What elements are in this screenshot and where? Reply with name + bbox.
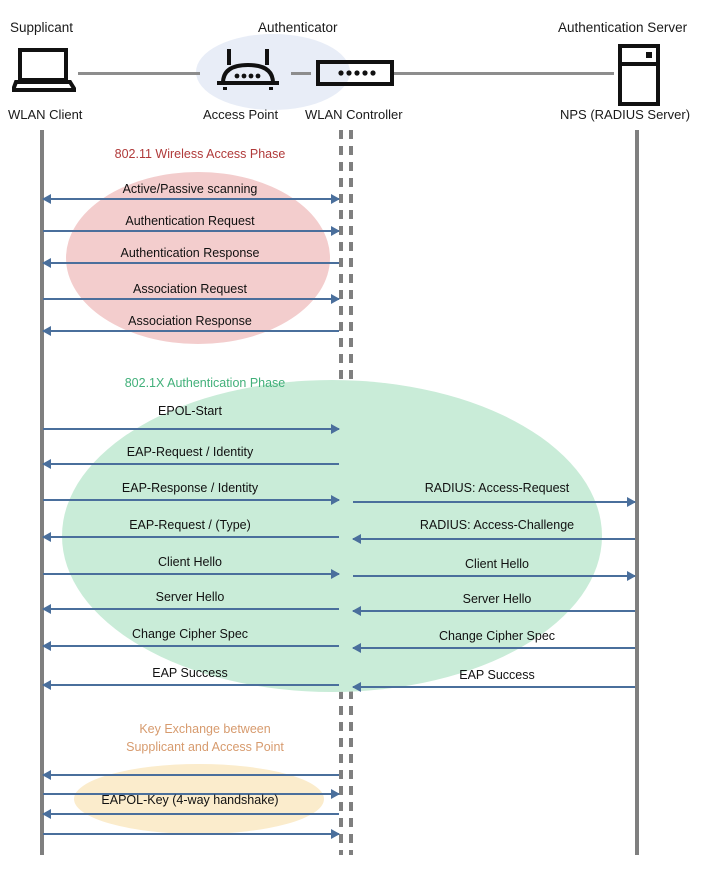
authenticator-group-ellipse	[196, 34, 350, 110]
message-label: Client Hello	[465, 557, 529, 571]
message-label: EAPOL-Key (4-way handshake)	[101, 793, 279, 807]
wire-ap-to-controller	[291, 72, 311, 75]
message-arrow	[353, 571, 636, 581]
actor-role-authentication-server: Authentication Server	[558, 20, 688, 35]
message-label: Change Cipher Spec	[438, 629, 556, 643]
message-label: Active/Passive scanning	[122, 182, 258, 196]
actor-device-wlan-controller: WLAN Controller	[305, 107, 403, 122]
phase-key-exchange-label-line2: Supplicant and Access Point	[126, 740, 284, 754]
message-arrow	[42, 809, 339, 819]
laptop-icon	[10, 48, 79, 97]
message-arrow	[42, 459, 339, 469]
wire-controller-to-server	[394, 72, 614, 75]
message-label: RADIUS: Access-Request	[424, 481, 570, 495]
message-label: EAP-Request / Identity	[126, 445, 254, 459]
phase-key-exchange-label-line1: Key Exchange between	[139, 722, 271, 736]
actor-role-authenticator: Authenticator	[258, 20, 338, 35]
message-arrow	[43, 569, 340, 579]
message-label: EAP-Request / (Type)	[129, 518, 251, 532]
message-label: Association Response	[128, 314, 252, 328]
message-arrow	[43, 495, 340, 505]
message-label: Authentication Response	[120, 246, 260, 260]
message-arrow	[43, 226, 340, 236]
message-arrow	[43, 424, 340, 434]
message-arrow	[42, 604, 339, 614]
message-label: Authentication Request	[125, 214, 255, 228]
message-arrow	[352, 534, 635, 544]
message-arrow	[43, 789, 340, 799]
message-arrow	[42, 680, 339, 690]
message-arrow	[352, 682, 635, 692]
message-label: Change Cipher Spec	[131, 627, 249, 641]
message-label: EAP Success	[459, 668, 535, 682]
actor-role-supplicant: Supplicant	[10, 20, 74, 35]
server-icon	[618, 44, 660, 111]
lifeline-authentication-server	[635, 130, 639, 855]
lifeline-supplicant	[40, 130, 44, 855]
message-arrow	[43, 294, 340, 304]
message-label: EAP-Response / Identity	[121, 481, 259, 495]
message-label: Client Hello	[158, 555, 222, 569]
message-label: EAP Success	[152, 666, 228, 680]
message-arrow	[42, 641, 339, 651]
message-arrow	[42, 532, 339, 542]
phase-802-1x-label: 802.1X Authentication Phase	[124, 376, 286, 390]
message-arrow	[43, 829, 340, 839]
actor-device-access-point: Access Point	[203, 107, 279, 122]
message-arrow	[352, 643, 635, 653]
message-arrow	[352, 606, 635, 616]
message-arrow	[42, 770, 339, 780]
message-label: Server Hello	[155, 590, 225, 604]
wlan-controller-icon	[316, 60, 394, 91]
phase-802-11-label: 802.11 Wireless Access Phase	[114, 147, 286, 161]
message-arrow	[42, 326, 339, 336]
message-label: EPOL-Start	[158, 404, 222, 418]
message-arrow	[42, 194, 340, 204]
actor-device-wlan-client: WLAN Client	[8, 107, 83, 122]
phase-802-11-ellipse	[66, 172, 330, 344]
wire-client-to-ap	[78, 72, 200, 75]
access-point-icon	[215, 47, 281, 98]
message-arrow	[42, 258, 339, 268]
message-label: Server Hello	[462, 592, 532, 606]
actor-device-nps-radius-server: NPS (RADIUS Server)	[560, 107, 691, 122]
message-arrow	[353, 497, 636, 507]
message-label: RADIUS: Access-Challenge	[419, 518, 575, 532]
message-label: Association Request	[133, 282, 247, 296]
